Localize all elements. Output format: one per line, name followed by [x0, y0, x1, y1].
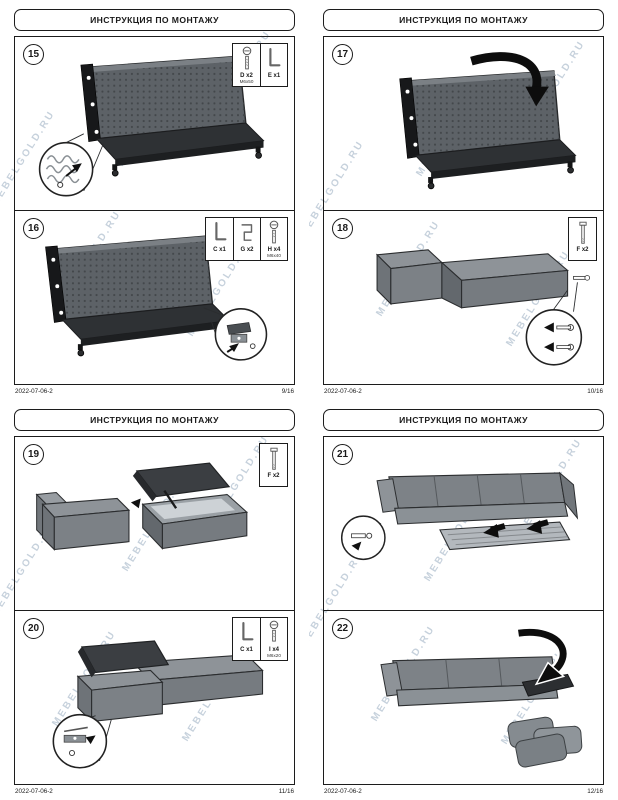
hardware-box: D x2 M6x50 E x1	[232, 43, 288, 87]
page-title: ИНСТРУКЦИЯ ПО МОНТАЖУ	[323, 409, 604, 431]
step-number: 17	[332, 44, 353, 65]
hardware-label: F x2	[267, 473, 280, 479]
page-12: MEBELGOLD.RU MEBELGOLD.RU MEBELGOLD.RU M…	[309, 400, 618, 800]
hardware-label: E x1	[267, 73, 281, 79]
hardware-sub: M6x40	[267, 253, 281, 258]
step-divider	[15, 610, 294, 611]
step-17: 17	[324, 37, 603, 210]
bolt-icon	[242, 46, 251, 70]
bracket-icon	[241, 224, 253, 241]
bolt-icon	[269, 620, 279, 642]
hardware-item: D x2 M6x50	[233, 44, 260, 86]
long-bolt-icon	[578, 221, 587, 244]
step-20: 20 C x1 I	[15, 611, 294, 784]
page-title: ИНСТРУКЦИЯ ПО МОНТАЖУ	[323, 9, 604, 31]
hardware-box: F x2	[568, 217, 597, 261]
hardware-item: H x4 M6x40	[260, 218, 287, 260]
instruction-panel: 15 D x2 M6x50	[14, 36, 295, 385]
hardware-item: F x2	[569, 218, 596, 260]
footer-date: 2022-07-06-2	[15, 788, 53, 795]
step-number: 15	[23, 44, 44, 65]
step-number: 20	[23, 618, 44, 639]
allen-key-icon	[241, 622, 253, 641]
footer-page-number: 9/16	[281, 388, 294, 395]
step-number: 22	[332, 618, 353, 639]
allen-key-icon	[214, 222, 226, 241]
step-divider	[324, 610, 603, 611]
step-16: 16 C x1 G x2	[15, 211, 294, 384]
hardware-label: C x1	[213, 247, 226, 253]
page-footer: 2022-07-06-2 12/16	[323, 788, 604, 795]
step-divider	[15, 210, 294, 211]
page-9: MEBELGOLD.RU MEBELGOLD.RU MEBELGOLD.RU M…	[0, 0, 309, 400]
instruction-panel: 17	[323, 36, 604, 385]
step-number: 18	[332, 218, 353, 239]
page-footer: 2022-07-06-2 9/16	[14, 388, 295, 395]
hardware-label: F x2	[576, 247, 589, 253]
illustration-step-19	[35, 462, 249, 551]
hardware-item: C x1	[233, 618, 260, 660]
hardware-sub: M6x50	[239, 79, 254, 84]
step-15: 15 D x2 M6x50	[15, 37, 294, 210]
footer-page-number: 11/16	[278, 788, 294, 795]
step-number: 16	[23, 218, 44, 239]
illustration-step-17	[399, 52, 577, 190]
step-divider	[324, 210, 603, 211]
illustration-step-20	[52, 640, 264, 769]
page-footer: 2022-07-06-2 11/16	[14, 788, 295, 795]
hardware-item: C x1	[206, 218, 233, 260]
hardware-item: E x1	[260, 44, 287, 86]
illustration-step-18	[375, 249, 591, 366]
page-footer: 2022-07-06-2 10/16	[323, 388, 604, 395]
illustration-step-22	[380, 626, 583, 768]
hardware-label: H x4	[267, 247, 281, 253]
page-10: MEBELGOLD.RU MEBELGOLD.RU MEBELGOLD.RU M…	[309, 0, 618, 400]
footer-page-number: 12/16	[587, 788, 603, 795]
step-18: 18 F x2	[324, 211, 603, 384]
footer-date: 2022-07-06-2	[324, 388, 362, 395]
step-22: 22	[324, 611, 603, 784]
step-number: 21	[332, 444, 353, 465]
page-title: ИНСТРУКЦИЯ ПО МОНТАЖУ	[14, 9, 295, 31]
hardware-item: F x2	[260, 444, 287, 486]
footer-date: 2022-07-06-2	[15, 388, 53, 395]
hardware-box: F x2	[259, 443, 288, 487]
long-bolt-icon	[269, 447, 278, 470]
hardware-label: I x4	[268, 647, 279, 653]
hardware-label: G x2	[240, 247, 254, 253]
step-19: 19 F x2	[15, 437, 294, 610]
hardware-item: G x2	[233, 218, 260, 260]
hardware-label: C x1	[240, 647, 253, 653]
instruction-panel: 19 F x2	[14, 436, 295, 785]
hardware-label: D x2	[240, 73, 253, 79]
step-number: 19	[23, 444, 44, 465]
step-21: 21	[324, 437, 603, 610]
bolt-icon	[269, 220, 279, 244]
hardware-sub: M6x20	[267, 653, 281, 658]
page-title: ИНСТРУКЦИЯ ПО МОНТАЖУ	[14, 409, 295, 431]
illustration-step-16	[45, 235, 268, 361]
hardware-item: I x4 M6x20	[260, 618, 287, 660]
illustration-step-21	[340, 471, 579, 561]
page-11: MEBELGOLD.RU MEBELGOLD.RU MEBELGOLD.RU M…	[0, 400, 309, 800]
hardware-box: C x1 G x2	[205, 217, 288, 261]
hardware-box: C x1 I x4 M6x20	[232, 617, 288, 661]
allen-key-icon	[269, 48, 281, 67]
illustration-step-15	[38, 55, 265, 197]
footer-page-number: 10/16	[587, 388, 603, 395]
instruction-panel: 21	[323, 436, 604, 785]
footer-date: 2022-07-06-2	[324, 788, 362, 795]
